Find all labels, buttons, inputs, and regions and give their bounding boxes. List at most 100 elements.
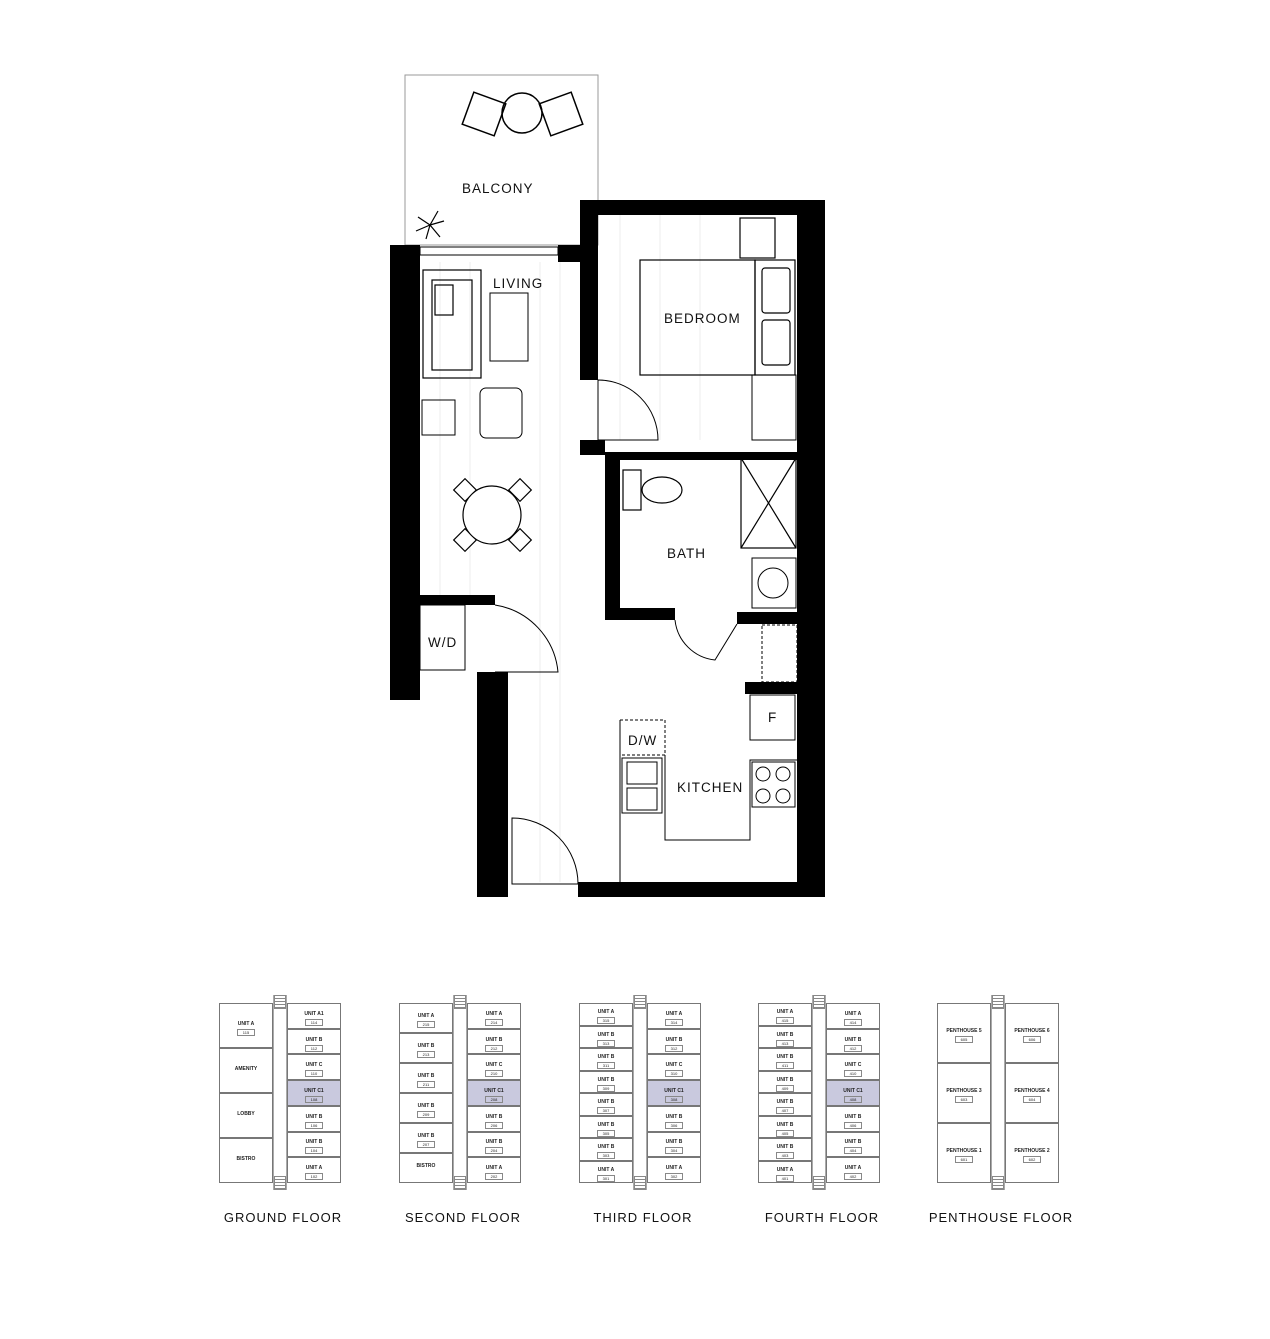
unit-name: UNIT B: [305, 1113, 323, 1120]
stair-icon: [634, 1176, 646, 1190]
unit-name: UNIT B: [844, 1113, 862, 1120]
unit-name: UNIT A1: [304, 1010, 324, 1017]
unit-number: 211: [417, 1081, 435, 1088]
armchair-icon: [479, 387, 523, 439]
unit-number: 403: [776, 1152, 794, 1160]
unit-number: 415: [776, 1017, 794, 1025]
unit-name: UNIT B: [597, 1031, 615, 1038]
unit-number: 312: [665, 1044, 683, 1052]
unit-number: 410: [844, 1070, 862, 1078]
unit-name: UNIT B: [776, 1099, 794, 1106]
unit-number: 212: [485, 1044, 503, 1052]
unit-name: PENTHOUSE 4: [1014, 1088, 1050, 1094]
unit-number: 407: [776, 1107, 794, 1115]
unit-number: 305: [597, 1129, 615, 1137]
bedroom-door: [597, 379, 659, 441]
dining-table-icon: [452, 477, 533, 553]
unit-name: PENTHOUSE 6: [1014, 1028, 1050, 1034]
unit-name: UNIT A: [776, 1009, 794, 1016]
keyplate-label: GROUND FLOOR: [223, 1210, 343, 1225]
unit-name: PENTHOUSE 3: [946, 1088, 982, 1094]
unit-name: UNIT B: [417, 1133, 435, 1139]
unit-number: 602: [1023, 1156, 1041, 1163]
unit-number: 601: [955, 1156, 973, 1163]
unit-name: UNIT B: [597, 1121, 615, 1128]
unit-name: UNIT A: [485, 1165, 503, 1172]
unit-name: UNIT B: [776, 1076, 794, 1083]
unit-number: 404: [844, 1147, 862, 1155]
unit-number: 603: [955, 1096, 973, 1103]
keyplate-unit: AMENITY: [219, 1048, 273, 1093]
unit-number: 208: [485, 1095, 503, 1103]
unit-number: 309: [597, 1084, 615, 1092]
unit-name: UNIT B: [844, 1139, 862, 1146]
unit-number: 106: [305, 1121, 323, 1129]
unit-number: 314: [665, 1018, 683, 1026]
room-label-kitchen: KITCHEN: [677, 780, 743, 795]
balcony-chairs-icon: [461, 91, 584, 137]
unit-number: 409: [776, 1084, 794, 1092]
unit-number: 209: [417, 1111, 435, 1118]
unit-name: UNIT B: [305, 1036, 323, 1043]
stair-icon: [274, 1176, 286, 1190]
corridor: [273, 995, 287, 1190]
unit-name: UNIT B: [776, 1121, 794, 1128]
unit-number: 412: [844, 1044, 862, 1052]
unit-name: UNIT B: [597, 1099, 615, 1106]
unit-number: 104: [305, 1147, 323, 1155]
unit-name: UNIT C: [485, 1062, 503, 1069]
entry-door: [511, 817, 579, 885]
unit-name: PENTHOUSE 2: [1014, 1148, 1050, 1154]
unit-name: UNIT C: [665, 1062, 683, 1069]
unit-name: UNIT B: [597, 1144, 615, 1151]
toilet-icon: [622, 469, 683, 511]
unit-name: BISTRO: [416, 1163, 436, 1169]
unit-number: 214: [485, 1018, 503, 1026]
unit-number: 604: [1023, 1096, 1041, 1103]
unit-name: UNIT B: [305, 1139, 323, 1146]
corridor: [812, 995, 826, 1190]
unit-number: 315: [597, 1017, 615, 1025]
unit-number: 115: [237, 1028, 255, 1036]
unit-number: 413: [776, 1039, 794, 1047]
unit-number: 204: [485, 1147, 503, 1155]
unit-name: UNIT A: [665, 1010, 683, 1017]
unit-number: 310: [665, 1070, 683, 1078]
unit-number: 311: [597, 1062, 615, 1070]
unit-name: UNIT A: [237, 1020, 255, 1027]
unit-number: 406: [844, 1121, 862, 1129]
unit-name: UNIT B: [665, 1139, 683, 1146]
windows: [419, 201, 766, 256]
unit-number: 313: [597, 1039, 615, 1047]
unit-number: 303: [597, 1152, 615, 1160]
unit-name: UNIT A: [665, 1165, 683, 1172]
room-label-living: LIVING: [493, 276, 543, 291]
stair-icon: [992, 1176, 1004, 1190]
unit-name: UNIT C1: [304, 1087, 324, 1094]
